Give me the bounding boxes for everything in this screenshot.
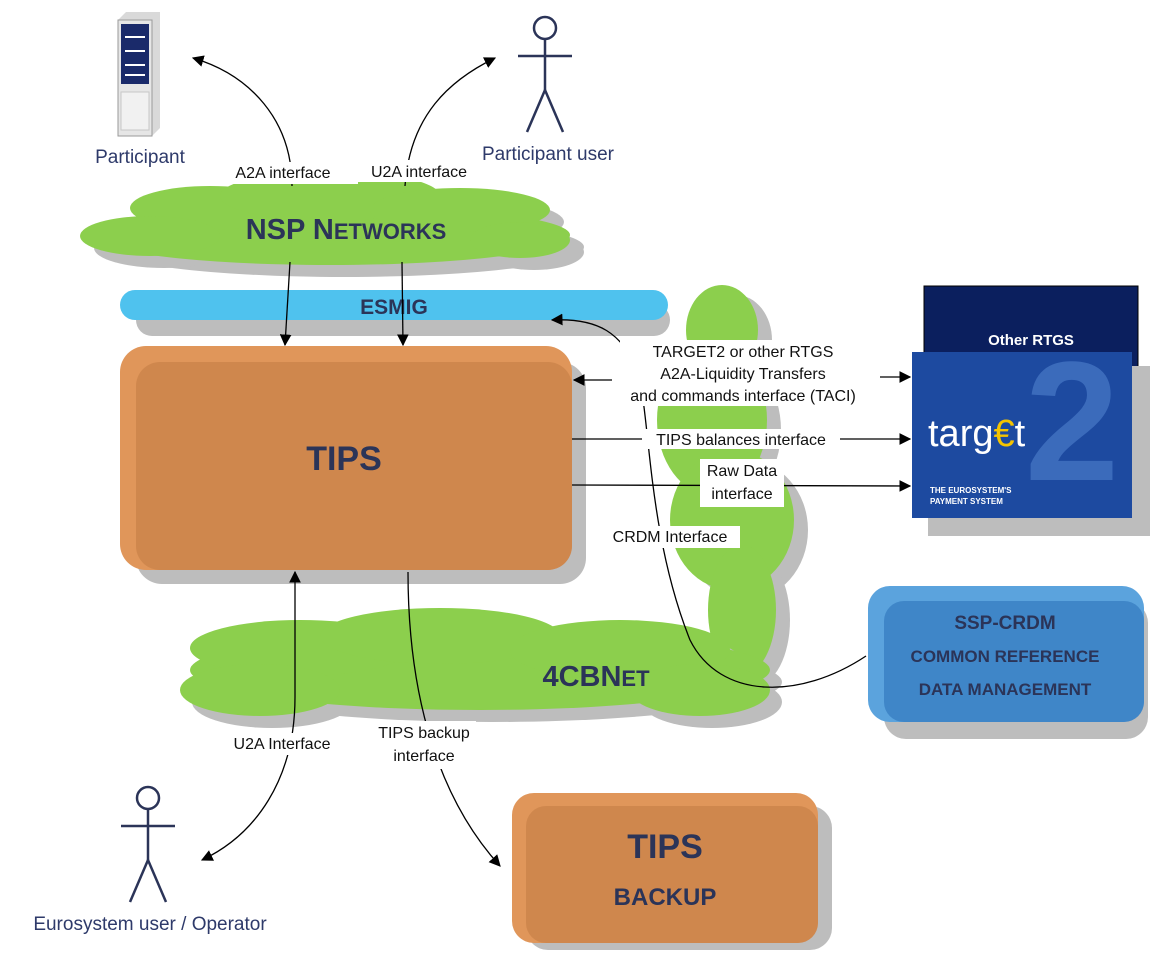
backup-line2: interface [393, 748, 454, 765]
tips-backup-line1: TIPS [627, 828, 703, 866]
edge-labels: A2A interface U2A interface TARGET2 or o… [208, 160, 880, 769]
a2a-arrow-esmig-tips [279, 261, 292, 347]
taci-line1: TARGET2 or other RTGS [653, 344, 834, 361]
4cbnet-label: 4CBNET [542, 661, 650, 693]
a2a-interface-label: A2A interface [235, 165, 330, 182]
target2-wordmark: targ€t [928, 413, 1026, 455]
crdm-interface-arrow [550, 313, 867, 688]
esmig-label: ESMIG [360, 296, 428, 319]
crdm-line2: COMMON REFERENCE [911, 647, 1100, 666]
operator-person-icon [121, 785, 175, 903]
participant-user-label: Participant user [482, 144, 615, 165]
target2-tagline2: PAYMENT SYSTEM [930, 497, 1003, 506]
u2a-arrow-operator [200, 696, 296, 861]
taci-line2: A2A-Liquidity Transfers [660, 366, 825, 383]
target2-logo: 2 targ€t THE EUROSYSTEM'S PAYMENT SYSTEM [912, 327, 1150, 536]
raw-data-line1: Raw Data [707, 463, 777, 480]
tips-backup-line2: BACKUP [614, 884, 717, 911]
taci-line3: and commands interface (TACI) [630, 388, 856, 405]
server-icon [117, 12, 160, 137]
target2-numeral: 2 [1025, 327, 1120, 517]
backup-line1: TIPS backup [378, 725, 470, 742]
crdm-interface-label: CRDM Interface [613, 529, 728, 546]
raw-data-line2: interface [711, 486, 772, 503]
4cbnet-cloud: 4CBNET [180, 608, 782, 728]
person-icon [518, 15, 572, 133]
eurosystem-user-label: Eurosystem user / Operator [33, 914, 267, 935]
tips-label: TIPS [306, 440, 382, 478]
crdm-box: SSP-CRDM COMMON REFERENCE DATA MANAGEMEN… [868, 586, 1148, 739]
tips-backup-box: TIPS BACKUP [512, 793, 832, 950]
target2-tagline1: THE EUROSYSTEM'S [930, 486, 1012, 495]
tips-balances-label: TIPS balances interface [656, 432, 826, 449]
participant-label: Participant [95, 147, 185, 168]
u2a-arrow-esmig-tips [397, 261, 409, 347]
tips-box: TIPS [120, 346, 586, 584]
crdm-line1: SSP-CRDM [954, 613, 1055, 634]
u2a-interface-label-bottom: U2A Interface [234, 736, 331, 753]
other-rtgs-label: Other RTGS [988, 332, 1074, 349]
nsp-networks-label: NSP NETWORKS [246, 214, 447, 246]
u2a-interface-label-top: U2A interface [371, 164, 467, 181]
esmig-bar: ESMIG [120, 290, 670, 336]
nsp-networks-cloud: NSP NETWORKS [80, 171, 584, 277]
crdm-line3: DATA MANAGEMENT [919, 680, 1092, 699]
